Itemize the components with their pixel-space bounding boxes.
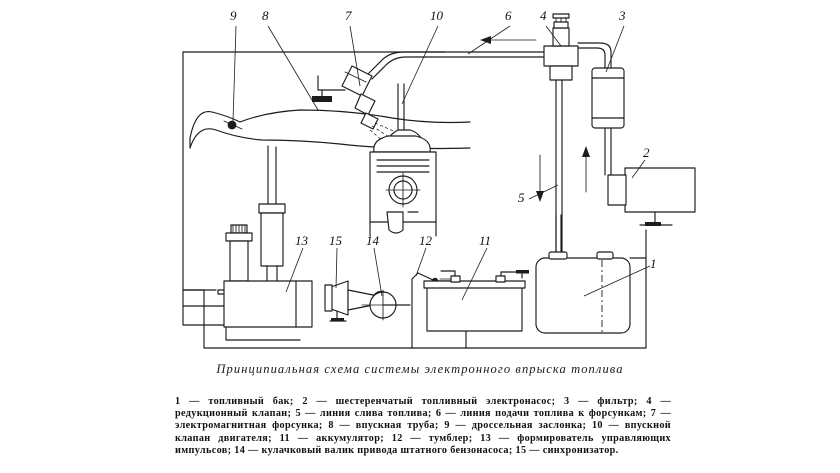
callout-label-9: 9 [230, 8, 237, 23]
synchronizer-and-cam [324, 280, 411, 322]
engine-cylinder-assembly [369, 83, 437, 237]
fuel-rail-line [367, 36, 545, 80]
callout-labels: 9 8 7 10 6 4 3 2 5 1 13 15 14 12 11 [230, 8, 657, 271]
pressure-reducing-valve-body [543, 13, 579, 81]
callout-label-8: 8 [262, 8, 269, 23]
manifold-downpipe [258, 145, 286, 289]
callout-label-1: 1 [650, 256, 657, 271]
callout-label-7: 7 [345, 8, 352, 23]
small-canister-unit [225, 224, 253, 282]
figure-title: Принципиальная схема системы электронног… [216, 362, 624, 376]
figure-legend: 1 — топливный бак; 2 — шестеренчатый топ… [175, 396, 671, 456]
callout-leaders [232, 25, 651, 301]
callout-label-2: 2 [643, 145, 650, 160]
callout-label-6: 6 [505, 8, 512, 23]
callout-label-11: 11 [479, 233, 491, 248]
schematic-diagram: 9 8 7 10 6 4 3 2 5 1 13 15 14 12 11 [182, 8, 696, 349]
tank-frame-line [465, 229, 647, 349]
callout-label-4: 4 [540, 8, 547, 23]
callout-label-14: 14 [366, 233, 380, 248]
callout-label-10: 10 [430, 8, 444, 23]
callout-label-12: 12 [419, 233, 433, 248]
figure-caption-block: Принципиальная схема системы электронног… [0, 362, 840, 456]
callout-label-13: 13 [295, 233, 309, 248]
fuel-supply-piping [555, 42, 696, 253]
fuel-return-line-pipe [536, 79, 563, 253]
manifold-sensor [312, 75, 346, 102]
electromagnetic-injector-body [341, 65, 399, 148]
control-pulse-former-box [182, 280, 313, 341]
callout-label-3: 3 [618, 8, 626, 23]
battery-block [423, 270, 529, 332]
fuel-tank-body [535, 251, 647, 334]
callout-label-15: 15 [329, 233, 343, 248]
callout-label-5: 5 [518, 190, 525, 205]
